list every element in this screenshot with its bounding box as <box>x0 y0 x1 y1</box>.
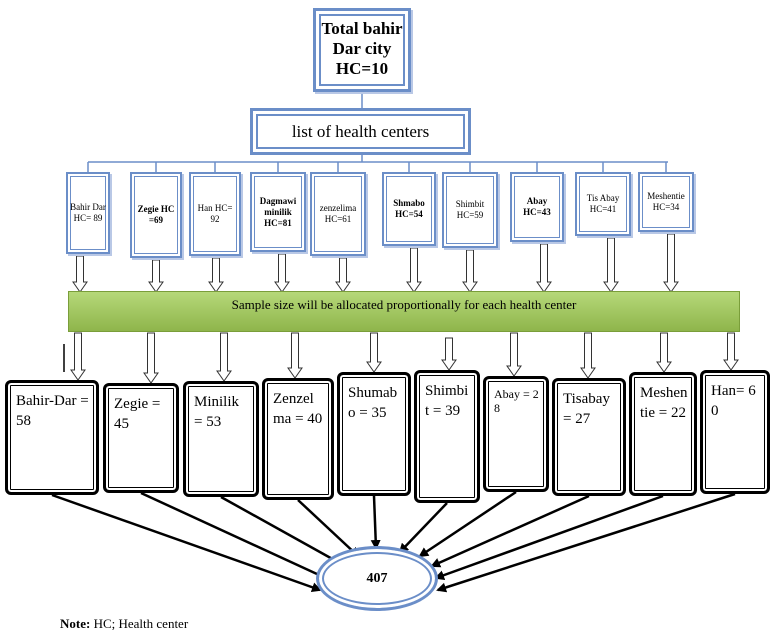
hc-box-shimbit: Shimbit HC=59 <box>442 172 498 248</box>
hollow-arrow-top-5 <box>406 247 422 293</box>
total-arrows <box>51 490 736 593</box>
hollow-arrow-top-2 <box>208 257 224 293</box>
hollow-arrow-top-6 <box>462 249 478 293</box>
hollow-arrow-top-7 <box>536 243 552 293</box>
hollow-arrow-bottom-6 <box>506 332 522 377</box>
health-centers-list-box: list of health centers <box>250 108 471 155</box>
hollow-arrow-bottom-5 <box>441 337 457 371</box>
sample-box-abay: Abay = 28 <box>483 376 549 492</box>
sample-box-zegie: Zegie = 45 <box>103 383 179 493</box>
hc-box-meshentie: Meshentie HC=34 <box>638 172 694 232</box>
converge-arrow-9 <box>436 492 736 593</box>
converge-arrow-1 <box>140 491 332 582</box>
converge-arrow-5 <box>398 502 448 554</box>
sample-box-han: Han= 60 <box>700 370 770 494</box>
total-city-box: Total bahir Dar city HC=10 <box>313 8 411 92</box>
sample-box-meshentie: Meshentie = 22 <box>629 372 697 496</box>
hollow-arrow-top-8 <box>603 237 619 293</box>
hollow-arrow-top-9 <box>663 233 679 293</box>
total-city-line1: Total bahir <box>321 19 403 38</box>
hollow-arrow-top-4 <box>335 257 351 293</box>
hollow-arrow-top-1 <box>148 259 164 293</box>
total-city-line2: Dar city <box>332 39 392 58</box>
hollow-arrow-bottom-2 <box>216 332 232 382</box>
hollow-arrow-top-0 <box>72 255 88 293</box>
converge-arrow-4 <box>370 495 381 550</box>
hollow-arrow-bottom-0 <box>70 332 86 381</box>
hc-box-shmabo: Shmabo HC=54 <box>382 172 436 246</box>
footnote-prefix: Note: <box>60 616 91 631</box>
hollow-arrow-bottom-4 <box>366 332 382 373</box>
hollow-arrow-top-3 <box>274 253 290 293</box>
hc-box-bahir-dar: Bahir Dar HC= 89 <box>66 172 110 254</box>
branch-drops <box>87 162 667 172</box>
hc-box-zenzelima: zenzelima HC=61 <box>310 172 366 256</box>
sample-box-shimbit: Shimbit = 39 <box>414 370 480 503</box>
hc-box-tis-abay: Tis Abay HC=41 <box>575 172 631 236</box>
hc-box-han: Han HC= 92 <box>189 172 241 256</box>
sample-box-shumabo: Shumabo = 35 <box>337 372 411 496</box>
hollow-arrow-bottom-9 <box>723 332 739 371</box>
footnote-text: HC; Health center <box>90 616 189 631</box>
footnote: Note: HC; Health center <box>60 616 188 632</box>
hc-box-abay: Abay HC=43 <box>510 172 564 242</box>
hollow-arrows-top <box>72 233 679 293</box>
total-city-line3: HC=10 <box>335 59 389 78</box>
sample-box-minilik: Minilik = 53 <box>183 381 259 497</box>
hollow-arrow-bottom-3 <box>287 332 303 379</box>
hc-box-zegie: Zegie HC =69 <box>130 172 182 258</box>
sample-box-zenzelma: Zenzelma = 40 <box>262 378 334 500</box>
converge-arrow-2 <box>220 495 347 568</box>
allocation-band: Sample size will be allocated proportion… <box>68 291 740 332</box>
converge-arrow-3 <box>297 499 360 558</box>
hollow-arrows-bottom <box>63 332 739 384</box>
sample-box-tisabay: Tisabay = 27 <box>552 378 626 496</box>
hc-box-dagmawi-minilik: Dagmawi minilik HC=81 <box>250 172 306 252</box>
converge-arrow-6 <box>418 490 517 558</box>
total-sample-oval: 407 <box>316 546 438 611</box>
converge-arrow-0 <box>51 493 322 593</box>
converge-arrow-8 <box>434 494 664 580</box>
hollow-arrow-bottom-7 <box>580 332 596 379</box>
converge-arrow-7 <box>430 494 590 568</box>
sample-box-bahir-dar: Bahir-Dar = 58 <box>5 380 99 495</box>
hollow-arrow-bottom-8 <box>656 332 672 373</box>
hollow-arrow-bottom-1 <box>143 332 159 384</box>
